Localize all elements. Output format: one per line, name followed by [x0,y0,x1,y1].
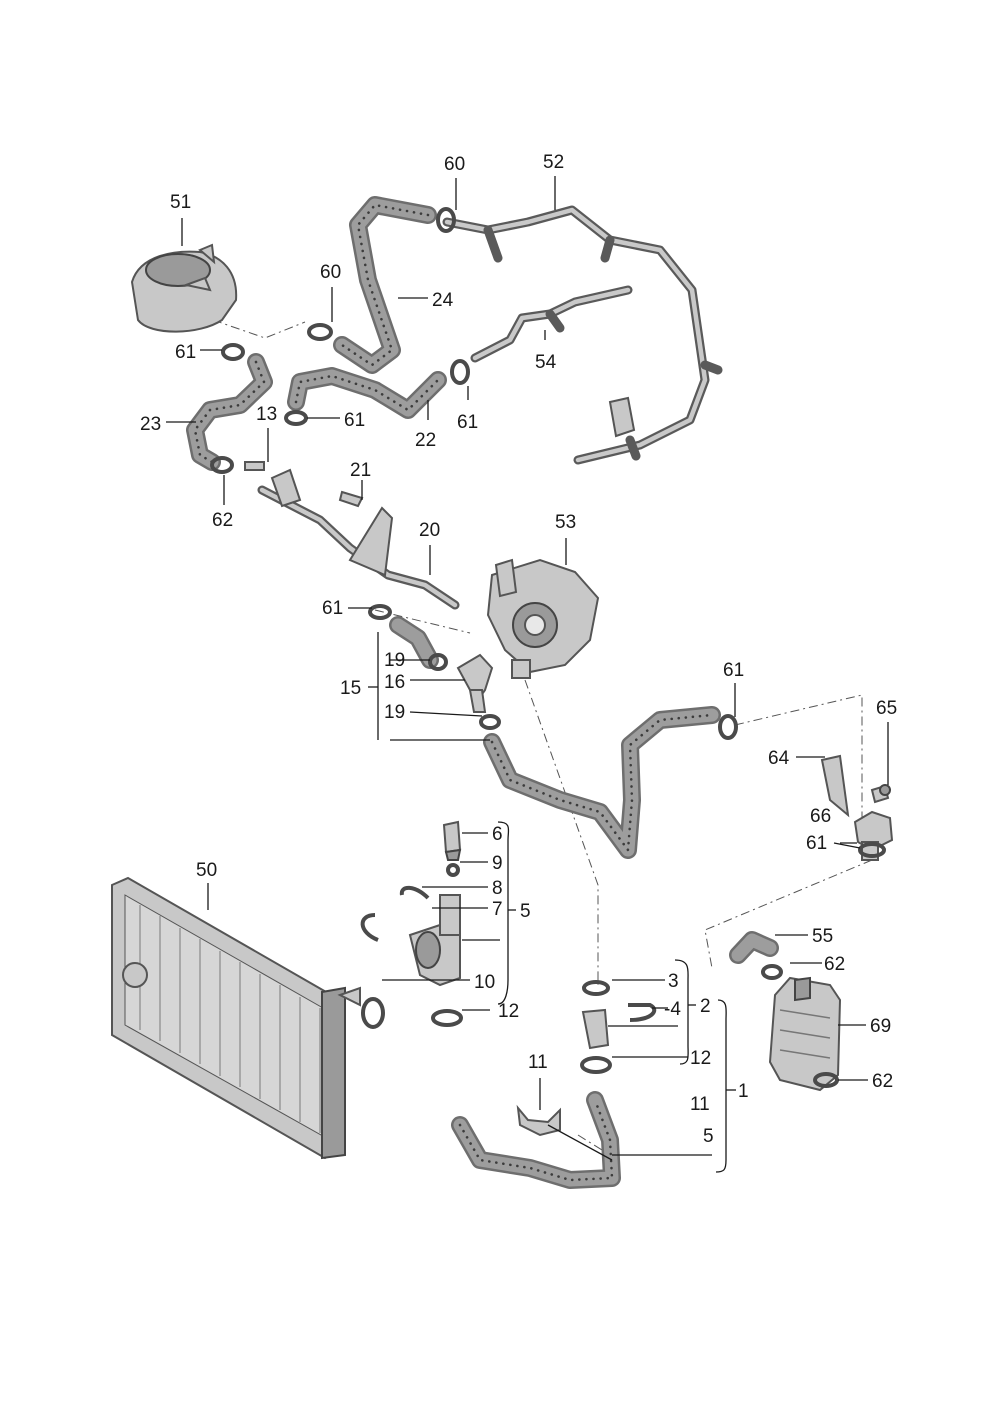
callout-10: 10 [474,972,495,993]
callout-62-bottom: 62 [872,1071,893,1092]
callout-21: 21 [350,460,371,481]
clip-4 [628,1003,657,1022]
callout-labels: 51 60 52 60 24 54 61 23 13 61 22 61 21 6… [140,152,897,1147]
callout-55: 55 [812,926,833,947]
hose-15 [389,616,439,669]
hose-lower-main [483,706,721,859]
callout-7: 7 [492,899,503,920]
callout-61-pipe54: 61 [457,412,478,433]
hose-radiator-lower [451,1091,621,1189]
connector-16 [456,653,494,713]
callout-60-top: 60 [444,154,465,175]
callout-66: 66 [810,806,831,827]
callout-19-lower: 19 [384,702,405,723]
callout-3: 3 [668,971,679,992]
oil-cooler-69 [768,976,842,1092]
callout-5-lower: 5 [703,1126,714,1147]
callout-1: 1 [738,1081,749,1102]
callout-50: 50 [196,860,217,881]
hose-23 [186,353,273,471]
coolant-pipe-20 [257,468,460,610]
callout-4: -4 [664,999,681,1020]
callout-19-upper: 19 [384,650,405,671]
hose-clamps [210,207,886,1088]
sensor-6 [442,820,462,861]
callout-12-right: 12 [690,1048,711,1069]
callout-52: 52 [543,152,564,173]
callout-20: 20 [419,520,440,541]
callout-61-hose15: 61 [322,598,343,619]
callout-24: 24 [432,290,454,311]
connector-2 [581,1008,610,1050]
clip-8 [399,885,430,900]
callout-2: 2 [700,996,711,1017]
callout-53: 53 [555,512,576,533]
callout-15: 15 [340,678,361,699]
callout-11-group: 11 [690,1094,710,1115]
callout-69: 69 [870,1016,891,1037]
callout-60-mid: 60 [320,262,341,283]
callout-62-mid: 62 [824,954,845,975]
bolt-13 [244,461,265,471]
callout-62-top: 62 [212,510,233,531]
callout-61-connector: 61 [806,833,827,854]
bracket-64 [820,754,850,818]
leader-lines [166,176,889,1173]
hose-22 [287,367,447,419]
callout-54: 54 [535,352,557,373]
thermostat-housing-53 [486,558,600,679]
bolt-21 [338,490,364,508]
callout-16: 16 [384,672,405,693]
callout-65: 65 [876,698,897,719]
hose-55 [729,931,779,964]
callout-9: 9 [492,853,503,874]
hose-24 [333,196,437,374]
coolant-pipe-52 [442,205,723,465]
callout-6: 6 [492,824,503,845]
callout-61-right: 61 [723,660,744,681]
callout-8: 8 [492,878,503,899]
assembly-dash-lines [212,319,873,1156]
callout-64: 64 [768,748,790,769]
callout-22: 22 [415,430,436,451]
coolant-pipe-54 [470,285,633,363]
callout-61-tank: 61 [175,342,196,363]
connector-66 [853,810,894,861]
bolt-65 [870,784,891,804]
callout-5-upper: 5 [520,901,531,922]
callout-13: 13 [256,404,277,425]
seal-3 [582,980,610,996]
radiator-50 [111,876,361,1160]
callout-61-hose22: 61 [344,410,365,431]
expansion-tank-51 [130,243,238,333]
flange-5 [408,894,461,987]
clip-7 [360,913,379,942]
bracket-11 [516,1104,561,1137]
seal-10 [361,997,385,1029]
callout-51: 51 [170,192,191,213]
seal-9 [446,863,460,877]
callout-23: 23 [140,414,161,435]
callout-11-bracket: 11 [528,1052,548,1073]
callout-12-left: 12 [498,1001,519,1022]
